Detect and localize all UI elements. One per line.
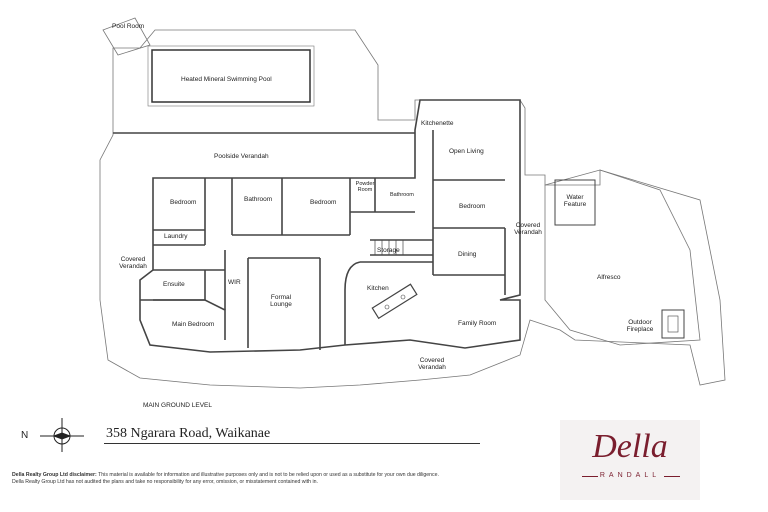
logo-rule-right [664,476,680,477]
bedroom-2-label: Bedroom [310,199,337,206]
pool-room-outline [102,17,151,56]
water-feature-box [554,179,596,226]
level-caption: MAIN GROUND LEVEL [143,402,212,409]
house-exterior [139,99,521,353]
logo-wordmark: Della [592,428,668,465]
property-address: 358 Ngarara Road, Waikanae [106,426,271,441]
pool-shape [151,49,311,103]
poolside-verandah-label: Poolside Verandah [214,153,269,160]
water-feature-label: Water Feature [563,194,587,209]
pool-label: Heated Mineral Swimming Pool [181,76,272,83]
outdoor-fireplace-label: Outdoor Fireplace [626,319,654,334]
formal-lounge-label: Formal Lounge [270,294,292,309]
main-bedroom-label: Main Bedroom [172,321,215,328]
bathroom-2-label: Bathroom [390,192,414,198]
powder-room-label: Powder Room [355,181,375,194]
kitchen-label: Kitchen [367,285,389,292]
open-living-label: Open Living [449,148,484,155]
covered-verandah-east-label: Covered Verandah [514,222,542,237]
disclaimer: Della Realty Group Ltd disclaimer: This … [12,472,552,485]
pool-room-label: Pool Room [112,23,145,30]
covered-verandah-west-label: Covered Verandah [119,256,147,271]
north-letter: N [21,430,29,441]
disclaimer-line-1: Della Realty Group Ltd disclaimer: This … [12,472,552,479]
kitchenette-label: Kitchenette [421,120,454,127]
bathroom-1-label: Bathroom [244,196,273,203]
disclaimer-line-2: Della Realty Group Ltd has not audited t… [12,478,318,485]
logo-subtitle: RANDALL [599,472,661,479]
alfresco-outline [544,169,701,346]
storage-label: Storage [377,247,400,254]
brand-logo: Della RANDALL [560,420,700,500]
disclaimer-heading: Della Realty Group Ltd disclaimer: [12,472,97,478]
outer-boundary [99,29,726,389]
alfresco-label: Alfresco [597,274,621,281]
wir-label: WIR [228,279,241,286]
north-arrow-icon [40,418,84,452]
address-underline [104,443,480,444]
dining-label: Dining [458,251,477,258]
kitchen-island [371,283,418,320]
bedroom-3-label: Bedroom [459,203,486,210]
laundry-label: Laundry [164,233,188,240]
covered-verandah-south-label: Covered Verandah [418,357,446,372]
ensuite-label: Ensuite [163,281,185,288]
family-room-label: Family Room [458,320,497,327]
disclaimer-text-1: This material is available for informati… [98,472,439,478]
fireplace-box [661,309,685,339]
logo-rule-left [582,476,598,477]
bedroom-1-label: Bedroom [170,199,197,206]
